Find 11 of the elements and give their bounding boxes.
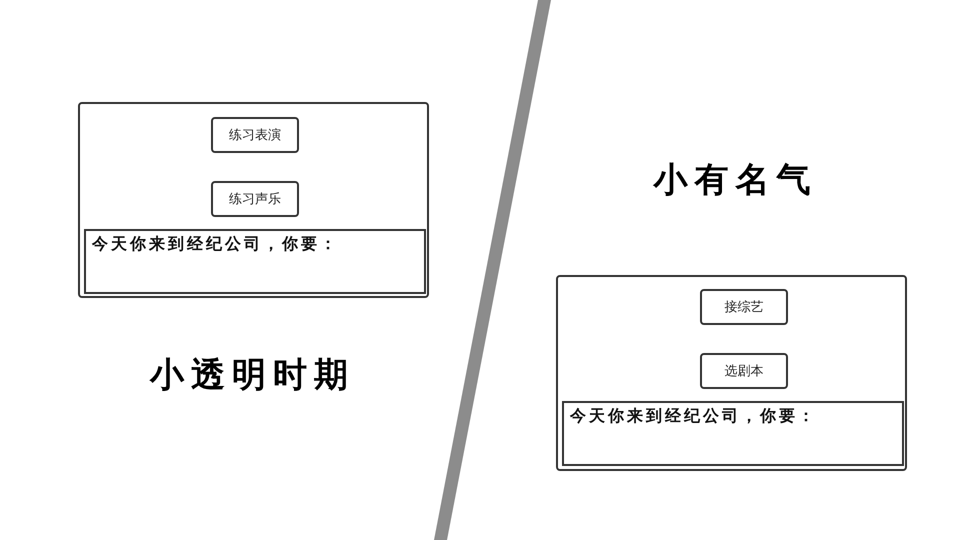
option-button: 练习声乐 (211, 181, 299, 217)
panel-frame (78, 102, 429, 298)
section-title: 小有名气 (654, 163, 818, 197)
text-box: 今天你来到经纪公司，你要： (84, 229, 426, 294)
section-title: 小透明时期 (150, 358, 355, 392)
text-box: 今天你来到经纪公司，你要： (562, 401, 904, 466)
option-button: 选剧本 (700, 353, 788, 389)
panel-frame (556, 275, 907, 471)
diagonal-divider (434, 0, 551, 540)
option-button: 接综艺 (700, 289, 788, 325)
option-button: 练习表演 (211, 117, 299, 153)
